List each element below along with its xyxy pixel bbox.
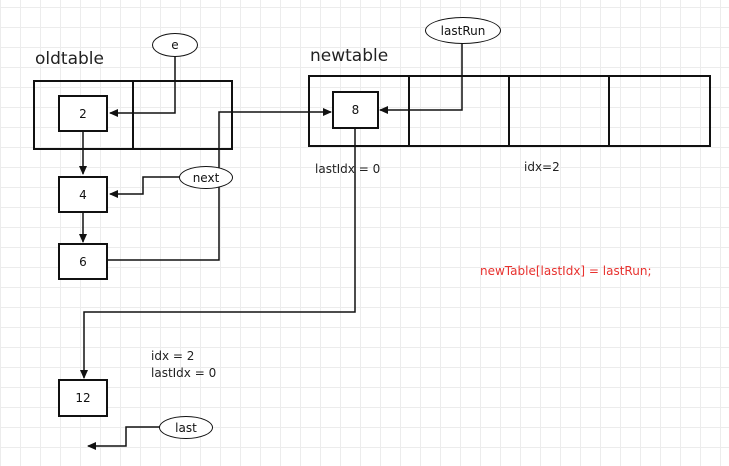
arrow-next-to-4 (109, 176, 180, 198)
oldtable-title: oldtable (35, 49, 104, 69)
newtable-cell-divider-1 (408, 75, 410, 147)
arrow-last (87, 426, 160, 450)
label-idx-eq-2: idx = 2 (151, 349, 195, 363)
pointer-next: next (179, 166, 233, 189)
pointer-e: e (152, 33, 198, 57)
pointer-last: last (159, 416, 213, 439)
node-12: 12 (58, 379, 108, 417)
node-4: 4 (58, 176, 108, 213)
arrow-lastrun-to-8 (379, 41, 463, 114)
label-idx-2: idx=2 (524, 160, 560, 174)
newtable-cell-divider-2 (508, 75, 510, 147)
label-assignment: newTable[lastIdx] = lastRun; (480, 264, 652, 278)
arrow-e-to-2 (109, 56, 176, 117)
label-lastidx-0: lastIdx = 0 (315, 162, 381, 176)
oldtable-cell-divider (132, 80, 134, 150)
newtable-title: newtable (310, 46, 389, 66)
arrow-8-to-12 (80, 129, 356, 379)
node-2: 2 (58, 95, 108, 132)
pointer-lastrun: lastRun (425, 17, 501, 44)
label-lastidx-eq-0: lastIdx = 0 (151, 366, 217, 380)
node-6: 6 (58, 243, 108, 280)
newtable-cell-divider-3 (608, 75, 610, 147)
node-8: 8 (332, 91, 379, 129)
